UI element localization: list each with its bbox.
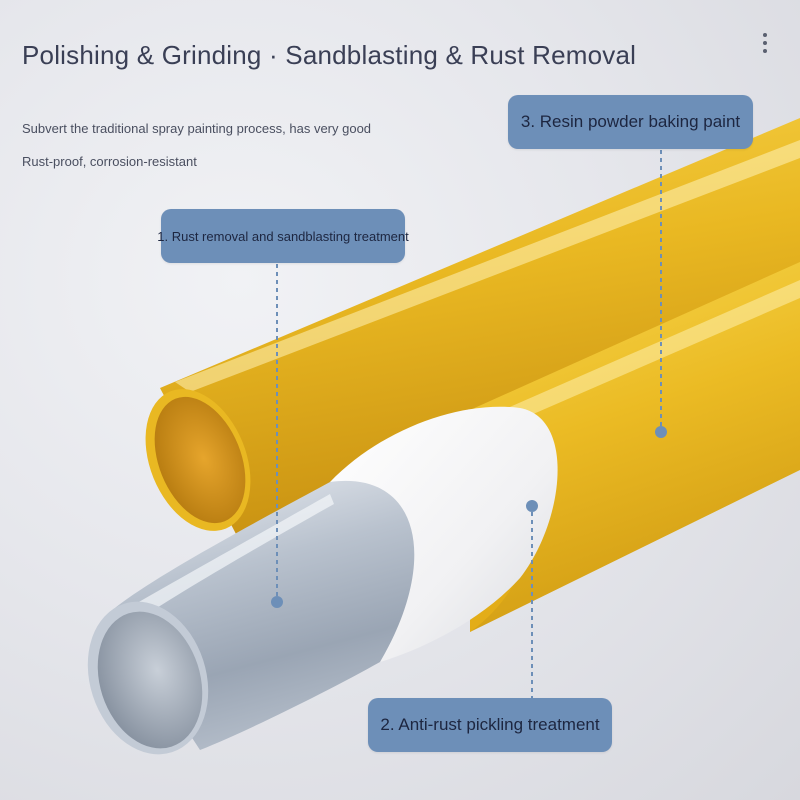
- callout-connector-3: [655, 150, 667, 438]
- callout-label-2: 2. Anti-rust pickling treatment: [368, 698, 612, 752]
- callout-connector-2: [526, 500, 538, 698]
- page-title: Polishing & Grinding · Sandblasting & Ru…: [22, 40, 637, 70]
- callout-connector-1: [271, 264, 283, 608]
- subtitle-line-2: Rust-proof, corrosion-resistant: [22, 154, 197, 169]
- steel-pipe: [87, 480, 415, 755]
- subtitle-line-1: Subvert the traditional spray painting p…: [22, 121, 372, 136]
- callout-label-3: 3. Resin powder baking paint: [508, 95, 753, 149]
- more-vertical-icon[interactable]: [756, 30, 774, 56]
- callout-label-1: 1. Rust removal and sandblasting treatme…: [157, 209, 409, 263]
- upper-yellow-pipe: [145, 118, 800, 534]
